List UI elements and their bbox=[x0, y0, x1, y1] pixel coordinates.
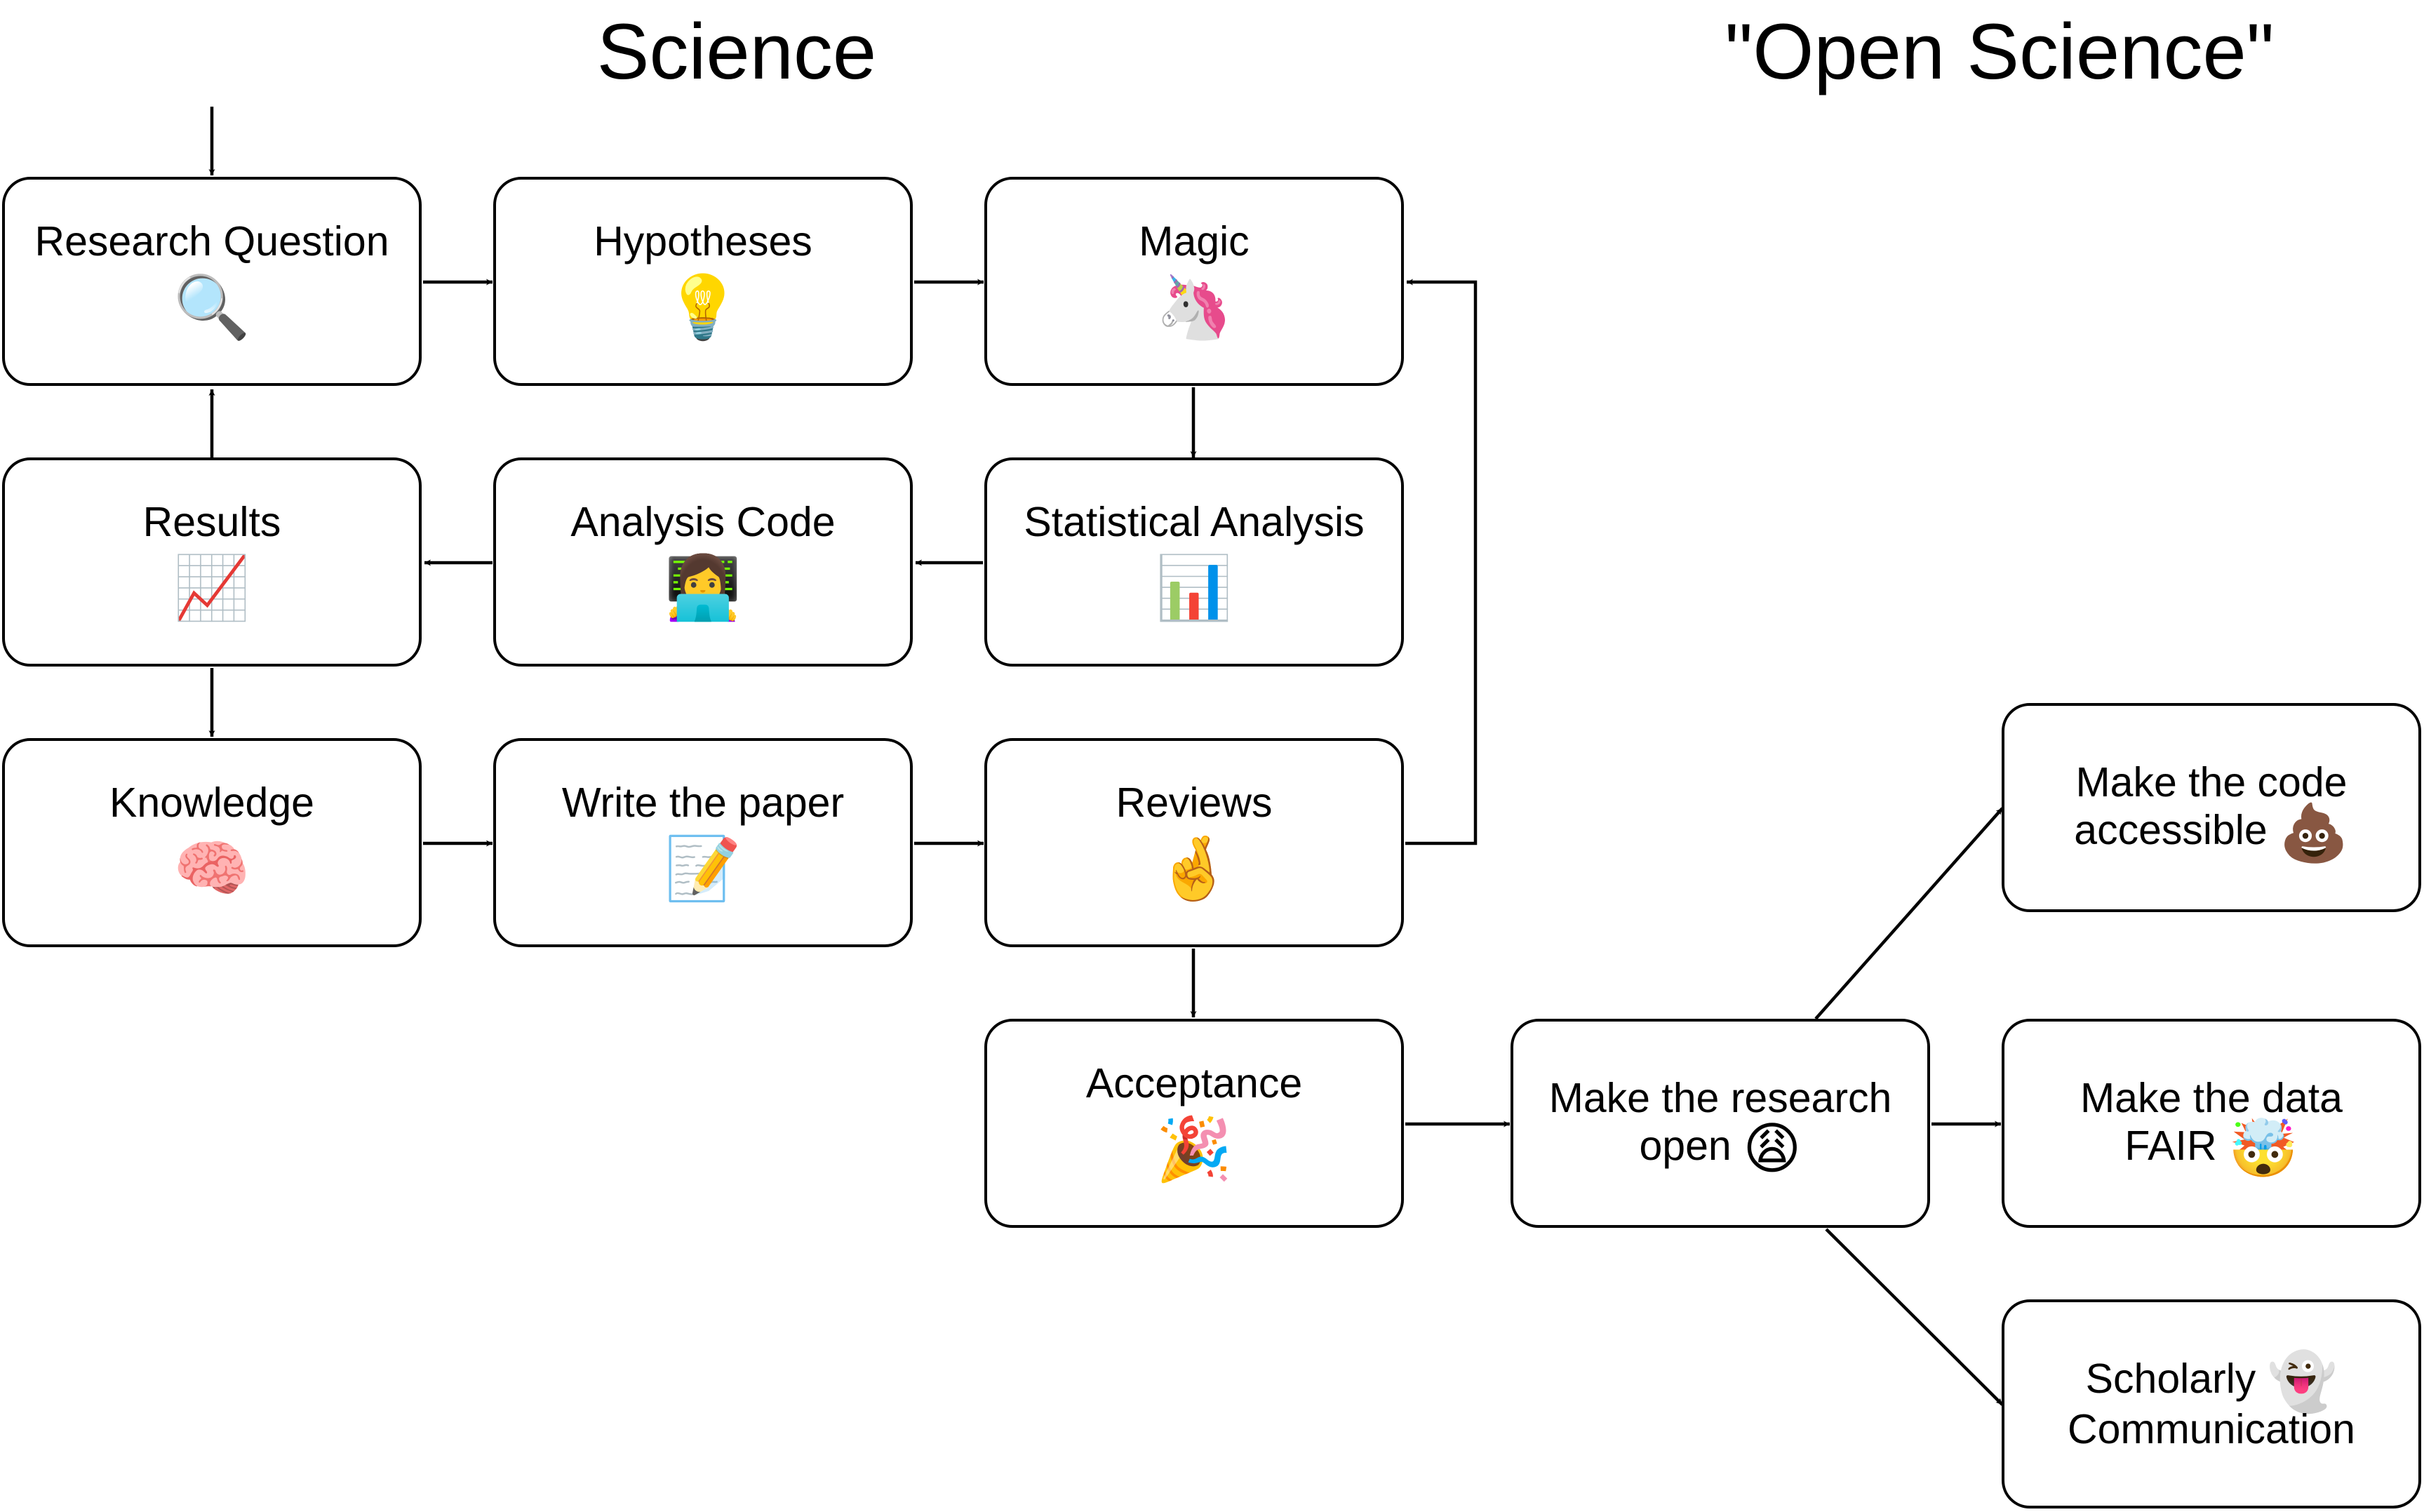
arrow-open-to-code bbox=[1814, 807, 2004, 1020]
light-bulb-icon: 💡 bbox=[664, 271, 742, 343]
node-label-line1: Make the research bbox=[1548, 1074, 1892, 1121]
node-label-line1: Scholarly bbox=[2085, 1355, 2256, 1402]
node-label: Make the code accessible 💩 bbox=[2029, 758, 2394, 861]
node-reviews: Reviews 🤞 bbox=[984, 738, 1404, 947]
node-make-data-fair: Make the data FAIR 🤯 bbox=[2002, 1019, 2421, 1228]
weary-face-icon: 😩 bbox=[1743, 1116, 1802, 1182]
node-acceptance: Acceptance 🎉 bbox=[984, 1019, 1404, 1228]
node-label: Results bbox=[142, 499, 281, 545]
magnifying-glass-icon: 🔍 bbox=[173, 271, 250, 343]
node-label: Research Question bbox=[34, 218, 389, 265]
node-results: Results 📈 bbox=[2, 457, 422, 667]
node-label: Hypotheses bbox=[594, 218, 812, 265]
arrow-reviews-to-magic bbox=[1405, 279, 1478, 845]
node-label: Make the data FAIR 🤯 bbox=[2029, 1074, 2394, 1177]
node-scholarly-communication: Scholarly 👻 Communication bbox=[2002, 1299, 2421, 1508]
node-make-research-open: Make the research open 😩 bbox=[1511, 1019, 1930, 1228]
node-label: Scholarly 👻 Communication bbox=[2029, 1353, 2394, 1453]
node-analysis-code: Analysis Code 👩‍💻 bbox=[493, 457, 913, 667]
node-label-line1: Make the code bbox=[2075, 758, 2348, 805]
node-label: Analysis Code bbox=[570, 499, 836, 545]
node-write-paper: Write the paper 📝 bbox=[493, 738, 913, 947]
node-label: Make the research open 😩 bbox=[1538, 1074, 1903, 1177]
brain-icon: 🧠 bbox=[173, 832, 250, 904]
node-make-code-accessible: Make the code accessible 💩 bbox=[2002, 703, 2421, 912]
node-label: Magic bbox=[1139, 218, 1250, 265]
arrow-open-to-scholarly bbox=[1825, 1228, 2004, 1406]
node-hypotheses: Hypotheses 💡 bbox=[493, 177, 913, 386]
crossed-fingers-icon: 🤞 bbox=[1156, 832, 1233, 904]
node-statistical-analysis: Statistical Analysis 📊 bbox=[984, 457, 1404, 667]
science-heading: Science bbox=[596, 8, 877, 95]
node-label-line1: Make the data bbox=[2080, 1074, 2343, 1121]
node-label-line2: open bbox=[1639, 1122, 1732, 1169]
node-label: Write the paper bbox=[561, 780, 845, 826]
exploding-head-icon: 🤯 bbox=[2228, 1116, 2298, 1182]
chart-increasing-icon: 📈 bbox=[173, 551, 250, 624]
node-label: Knowledge bbox=[109, 780, 314, 826]
node-label: Reviews bbox=[1116, 780, 1273, 826]
node-label: Statistical Analysis bbox=[1024, 499, 1365, 545]
pile-of-poo-icon: 💩 bbox=[2279, 800, 2349, 866]
unicorn-icon: 🦄 bbox=[1156, 271, 1233, 343]
node-label: Acceptance bbox=[1085, 1060, 1303, 1106]
woman-technologist-icon: 👩‍💻 bbox=[664, 551, 742, 624]
node-research-question: Research Question 🔍 bbox=[2, 177, 422, 386]
node-magic: Magic 🦄 bbox=[984, 177, 1404, 386]
node-knowledge: Knowledge 🧠 bbox=[2, 738, 422, 947]
node-label-line2: FAIR bbox=[2124, 1122, 2217, 1169]
node-label-line2: Communication bbox=[2068, 1406, 2355, 1453]
party-popper-icon: 🎉 bbox=[1156, 1113, 1233, 1185]
ghost-icon: 👻 bbox=[2267, 1349, 2338, 1414]
node-label-line2: accessible bbox=[2074, 806, 2268, 853]
bar-chart-icon: 📊 bbox=[1156, 551, 1233, 624]
open-science-heading: "Open Science" bbox=[1725, 8, 2275, 95]
memo-icon: 📝 bbox=[664, 832, 742, 904]
